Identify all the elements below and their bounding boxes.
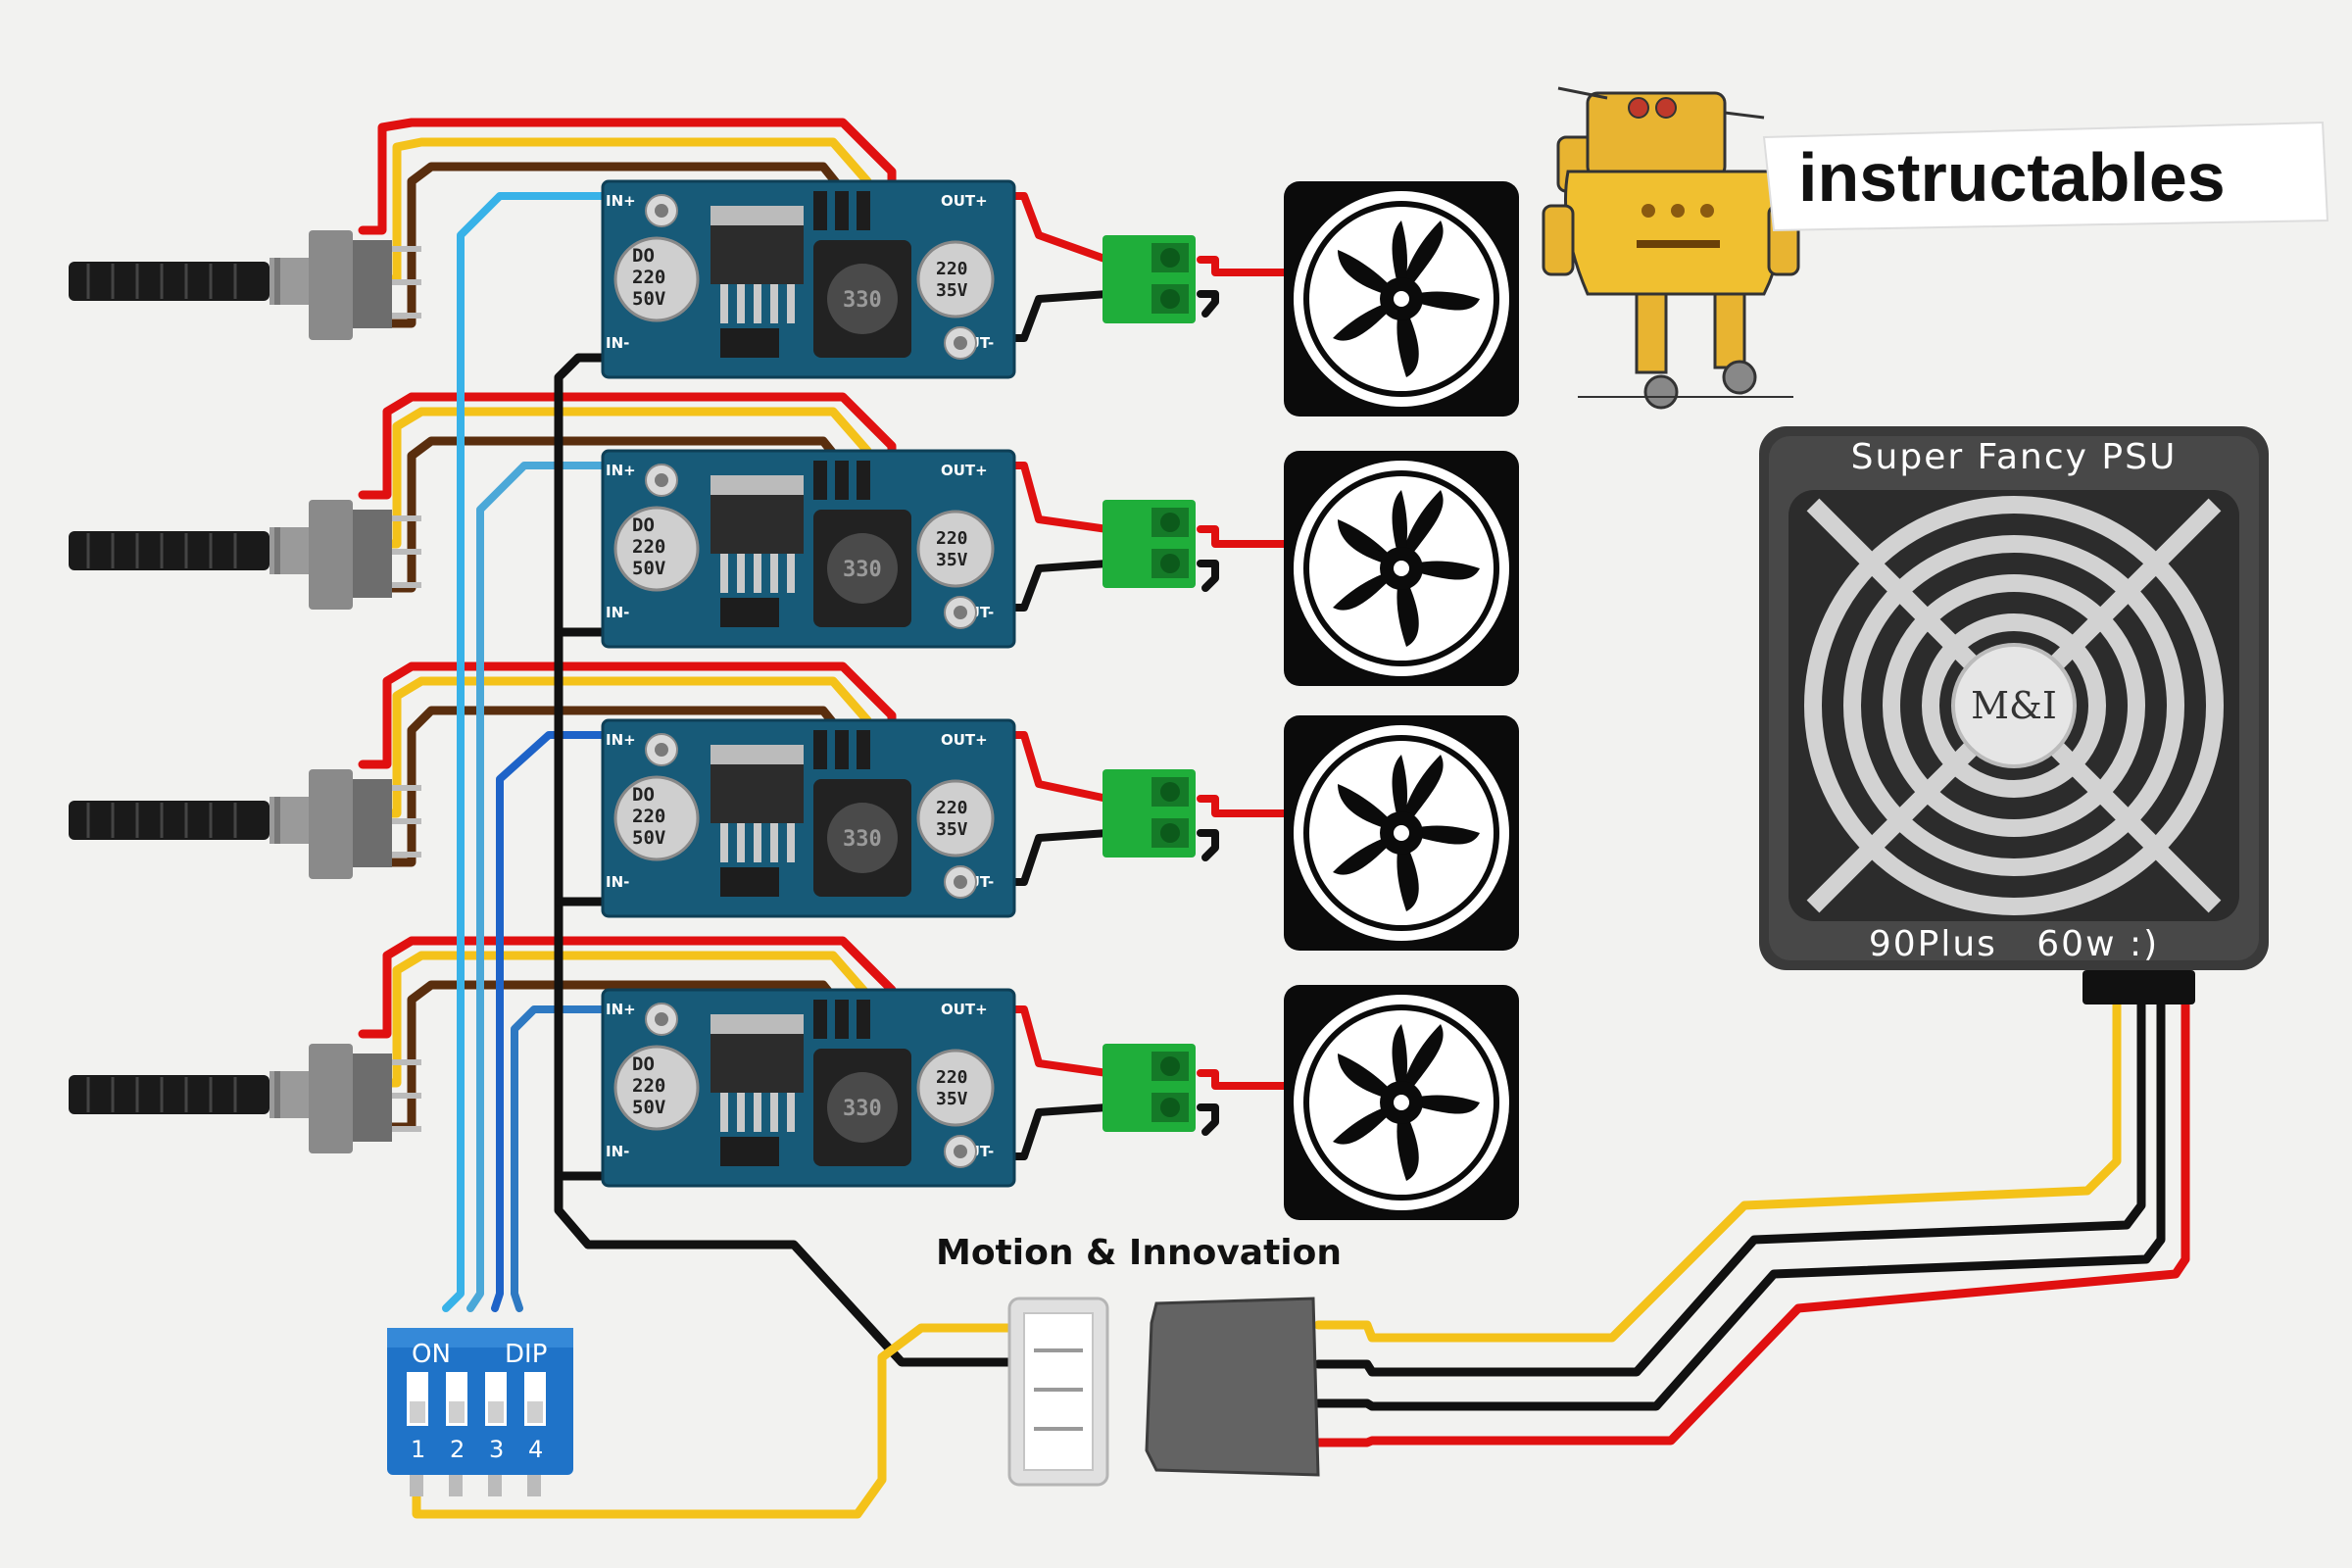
capacitor-label: 50V [632, 288, 665, 310]
terminal-block-3 [1102, 769, 1196, 858]
capacitor-label: 220 [936, 528, 968, 549]
inductor-label: 330 [843, 288, 882, 313]
board-pin-label: IN+ [606, 731, 636, 749]
fan-1-icon [1284, 181, 1519, 416]
power-supply: M&I Super Fancy PSU 90Plus 60w :) [1759, 426, 2269, 1004]
instructables-logo: instructables [1762, 121, 2329, 232]
inductor-label: 330 [843, 827, 882, 852]
capacitor-label: 50V [632, 827, 665, 849]
board-pin-label: IN- [606, 604, 629, 621]
capacitor-label: 35V [936, 550, 968, 570]
capacitor-label: 50V [632, 1097, 665, 1118]
fan-3-icon [1284, 715, 1519, 951]
molex-connector-male [1145, 1297, 1320, 1477]
instructables-robot-icon [1542, 86, 1800, 410]
capacitor-label: DO [632, 1054, 655, 1075]
dip-on-label: ON [412, 1340, 451, 1369]
dip-switch: ON DIP 1 2 3 4 [387, 1328, 573, 1496]
psu-title: Super Fancy PSU [1851, 437, 2178, 477]
dip-position-2: 2 [450, 1436, 465, 1463]
potentiometer-1 [67, 228, 423, 342]
capacitor-label: DO [632, 514, 655, 536]
board-pin-label: IN- [606, 334, 629, 352]
potentiometer-2 [67, 498, 423, 612]
terminal-block-4 [1102, 1044, 1196, 1132]
terminal-block-1 [1102, 235, 1196, 323]
board-pin-label: IN+ [606, 192, 636, 210]
board-pin-label: IN+ [606, 1001, 636, 1018]
board-pin-label: IN+ [606, 462, 636, 479]
inductor-label: 330 [843, 1097, 882, 1121]
dip-type-label: DIP [505, 1340, 547, 1369]
capacitor-label: 220 [936, 1067, 968, 1088]
dip-position-3: 3 [489, 1436, 504, 1463]
board-pin-label: IN- [606, 1143, 629, 1160]
board-pin-label: IN- [606, 873, 629, 891]
psu-logo: M&I [1971, 684, 2057, 727]
capacitor-label: 220 [632, 806, 665, 827]
dip-position-4: 4 [528, 1436, 543, 1463]
board-pin-label: OUT+ [941, 192, 988, 210]
fan-2-icon [1284, 451, 1519, 686]
capacitor-label: 50V [632, 558, 665, 579]
dip-position-1: 1 [411, 1436, 425, 1463]
board-pin-label: OUT+ [941, 731, 988, 749]
capacitor-label: 35V [936, 1089, 968, 1109]
capacitor-label: 220 [936, 259, 968, 279]
board-pin-label: OUT+ [941, 462, 988, 479]
fan-4-icon [1284, 985, 1519, 1220]
capacitor-label: 220 [632, 267, 665, 288]
diagram-caption: Motion & Innovation [936, 1233, 1342, 1273]
inductor-label: 330 [843, 558, 882, 582]
capacitor-label: 35V [936, 280, 968, 301]
molex-connector-female [1007, 1297, 1109, 1487]
board-pin-label: OUT+ [941, 1001, 988, 1018]
capacitor-label: 220 [936, 798, 968, 818]
terminal-block-2 [1102, 500, 1196, 588]
brand-name: instructables [1798, 139, 2226, 216]
capacitor-label: DO [632, 245, 655, 267]
potentiometer-3 [67, 767, 423, 881]
capacitor-label: DO [632, 784, 655, 806]
psu-rating: 90Plus 60w :) [1869, 924, 2159, 964]
capacitor-label: 35V [936, 819, 968, 840]
potentiometer-4 [67, 1042, 423, 1155]
capacitor-label: 220 [632, 1075, 665, 1097]
capacitor-label: 220 [632, 536, 665, 558]
